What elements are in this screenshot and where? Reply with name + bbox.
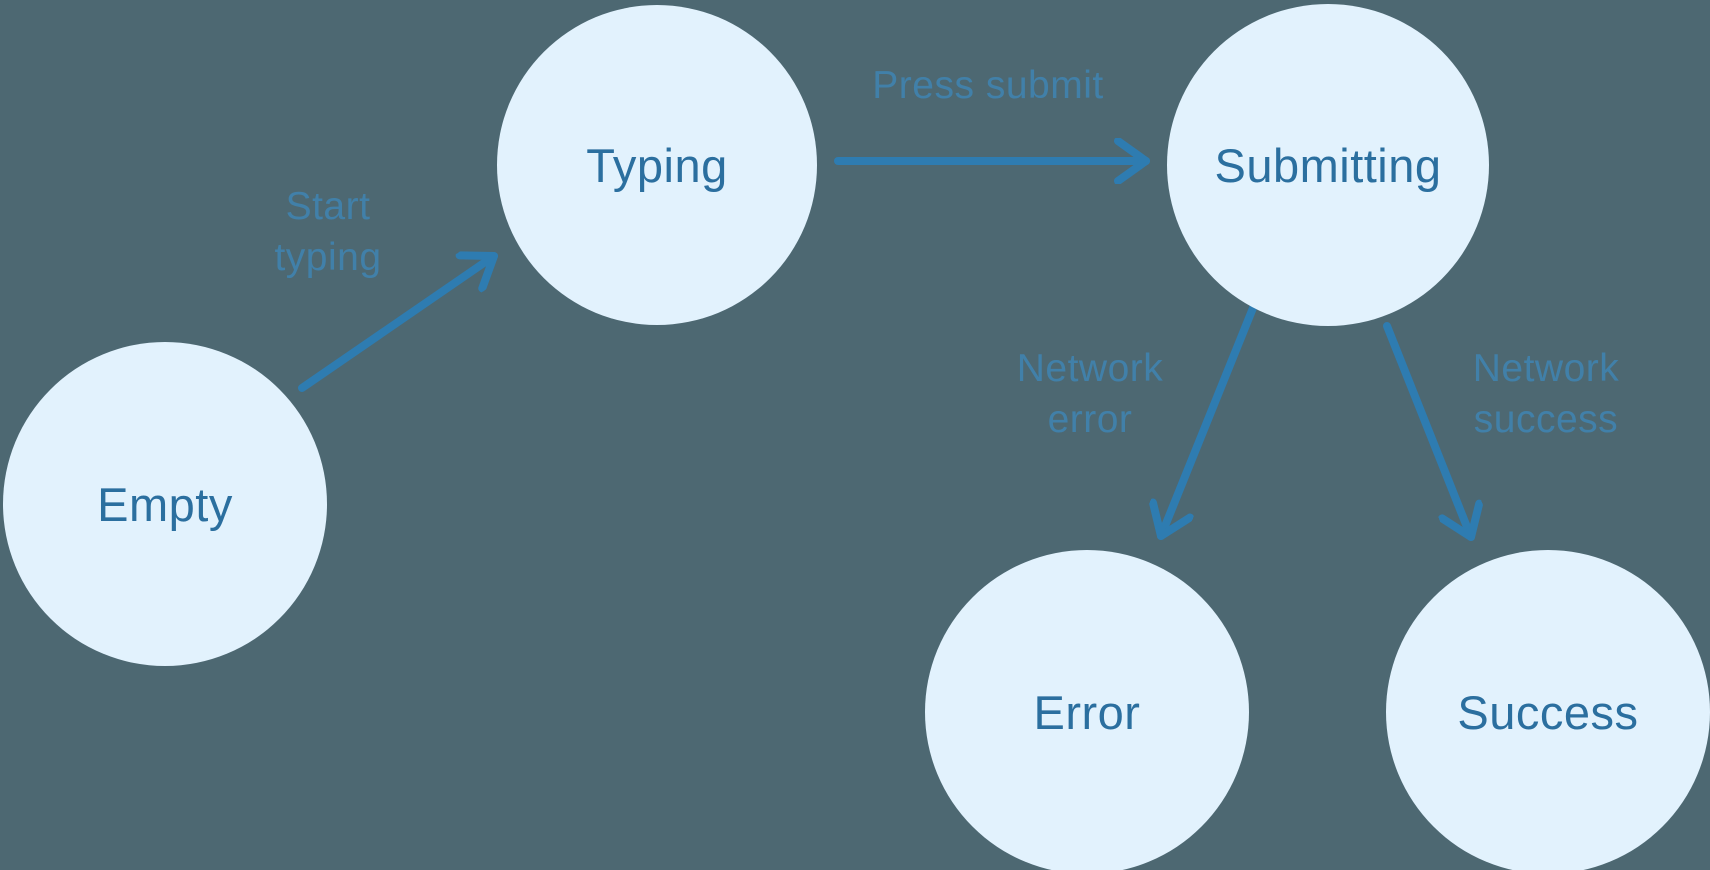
state-node-error: Error	[925, 550, 1249, 870]
edge-label-network-success: Network success	[1472, 347, 1620, 442]
state-node-typing: Typing	[497, 5, 817, 325]
state-node-label: Success	[1457, 685, 1639, 739]
edge-label-press-submit: Press submit	[872, 64, 1104, 107]
state-node-submitting: Submitting	[1167, 4, 1489, 326]
state-node-empty: Empty	[3, 342, 327, 666]
state-node-label: Empty	[97, 477, 233, 531]
edge-label-network-error: Network error	[1016, 347, 1164, 442]
state-node-success: Success	[1386, 550, 1710, 870]
edge-label-start-typing: Start typing	[274, 185, 382, 280]
state-node-label: Typing	[586, 138, 728, 192]
state-node-label: Error	[1033, 685, 1141, 739]
state-node-label: Submitting	[1214, 138, 1442, 192]
